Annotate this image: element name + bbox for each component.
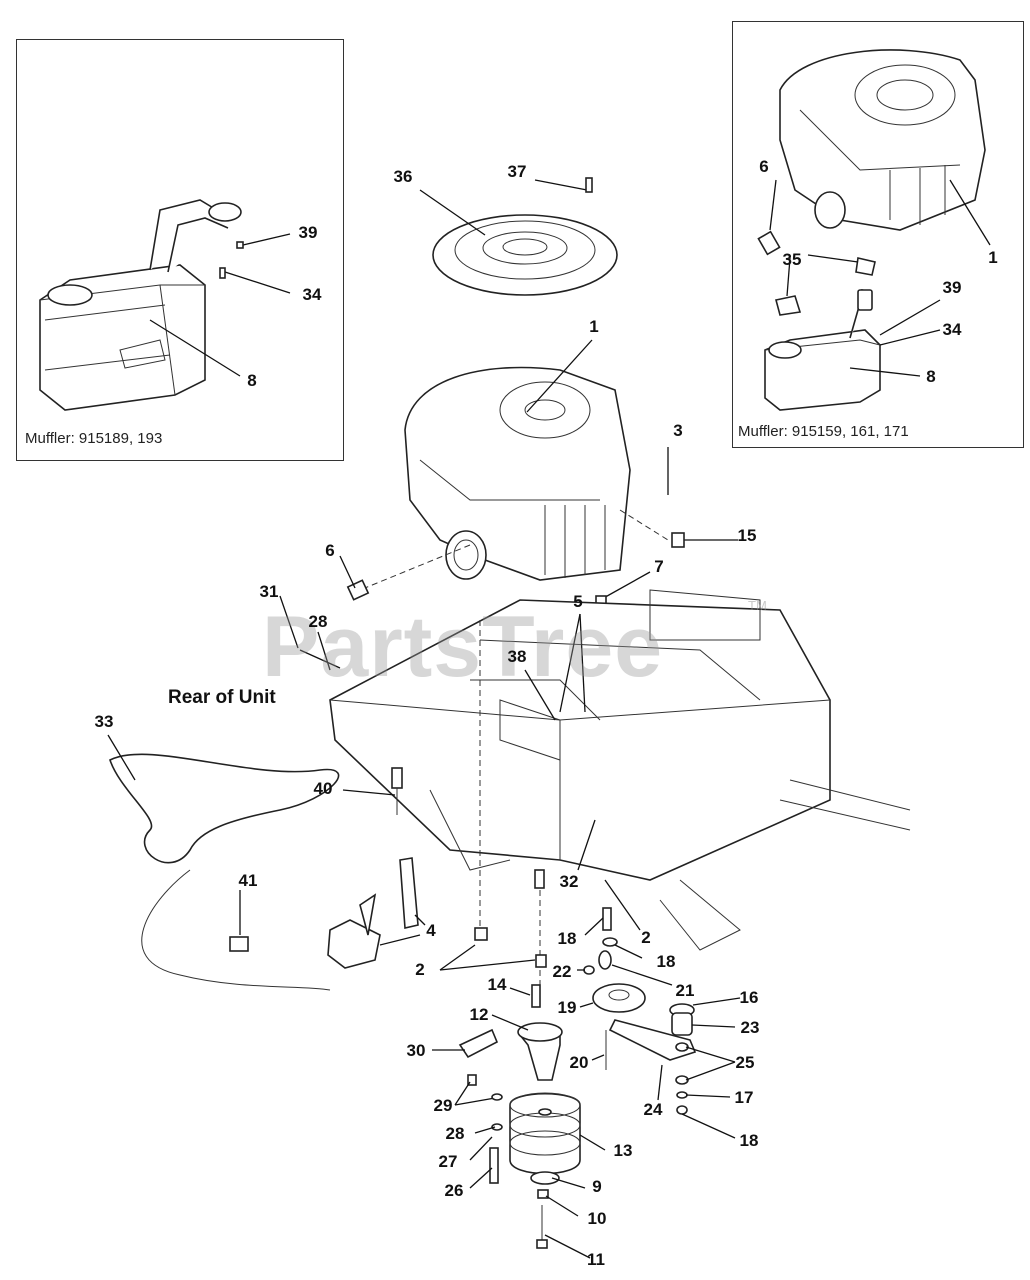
- callout-27: 27: [438, 1152, 458, 1171]
- callout-18-b: 18: [656, 952, 676, 971]
- callout-18-c: 18: [739, 1131, 759, 1150]
- callout-32: 32: [559, 872, 579, 891]
- callout-39-left: 39: [298, 223, 318, 242]
- callout-10: 10: [587, 1209, 607, 1228]
- callout-21: 21: [675, 981, 695, 1000]
- callout-28-bottom: 28: [445, 1124, 465, 1143]
- callout-3: 3: [673, 421, 683, 440]
- rear-of-unit-label: Rear of Unit: [168, 687, 276, 708]
- callout-38: 38: [507, 647, 527, 666]
- switch: [229, 936, 249, 952]
- main-engine-drawing: [404, 366, 631, 581]
- chassis-frame-drawing: [329, 589, 911, 951]
- callout-33: 33: [94, 712, 114, 731]
- callout-29: 29: [433, 1096, 453, 1115]
- drive-belt: [109, 753, 340, 864]
- callout-2-left: 2: [415, 960, 425, 979]
- callout-36: 36: [393, 167, 413, 186]
- callout-5: 5: [573, 592, 583, 611]
- callout-17: 17: [734, 1088, 754, 1107]
- callout-8-left: 8: [247, 371, 257, 390]
- callout-8-right: 8: [926, 367, 936, 386]
- callout-16: 16: [739, 988, 759, 1007]
- watermark: PartsTree: [262, 599, 664, 695]
- callout-1-main: 1: [589, 317, 599, 336]
- callout-12: 12: [469, 1005, 489, 1024]
- callout-35: 35: [782, 250, 802, 269]
- engine-inset-drawing: [757, 49, 986, 256]
- callout-18-a: 18: [557, 929, 577, 948]
- muffler-left-drawing: [39, 199, 242, 411]
- callout-40: 40: [313, 779, 333, 798]
- callout-4: 4: [426, 921, 436, 940]
- callout-26: 26: [444, 1181, 464, 1200]
- callout-1-inset: 1: [988, 248, 998, 267]
- callout-28-top: 28: [308, 612, 328, 631]
- callout-24: 24: [643, 1100, 663, 1119]
- callout-14: 14: [487, 975, 507, 994]
- callout-34-left: 34: [302, 285, 322, 304]
- callout-25: 25: [735, 1053, 755, 1072]
- left-inset-caption: Muffler: 915189, 193: [25, 430, 163, 447]
- callout-19: 19: [557, 998, 577, 1017]
- callout-6-inset: 6: [759, 157, 769, 176]
- callout-37: 37: [507, 162, 527, 181]
- watermark-tm: TM: [748, 598, 767, 613]
- right-inset-caption: Muffler: 915159, 161, 171: [738, 423, 909, 440]
- callout-11: 11: [587, 1250, 605, 1269]
- callout-7: 7: [654, 557, 664, 576]
- callout-34-right: 34: [942, 320, 962, 339]
- idler-arm: [608, 1019, 697, 1061]
- cable: [141, 869, 331, 991]
- callout-2-right: 2: [641, 928, 651, 947]
- callout-22: 22: [552, 962, 572, 981]
- callout-31: 31: [259, 582, 279, 601]
- muffler-right-drawing: [764, 289, 881, 411]
- callout-30: 30: [406, 1041, 426, 1060]
- callout-9: 9: [592, 1177, 602, 1196]
- callout-13: 13: [613, 1141, 633, 1160]
- callout-15: 15: [737, 526, 757, 545]
- callout-20: 20: [569, 1053, 589, 1072]
- callout-23: 23: [740, 1018, 760, 1037]
- callout-6-main: 6: [325, 541, 335, 560]
- callout-39-right: 39: [942, 278, 962, 297]
- idler-pulley: [592, 983, 646, 1013]
- callout-41: 41: [238, 871, 258, 890]
- pto-bracket: [327, 919, 381, 969]
